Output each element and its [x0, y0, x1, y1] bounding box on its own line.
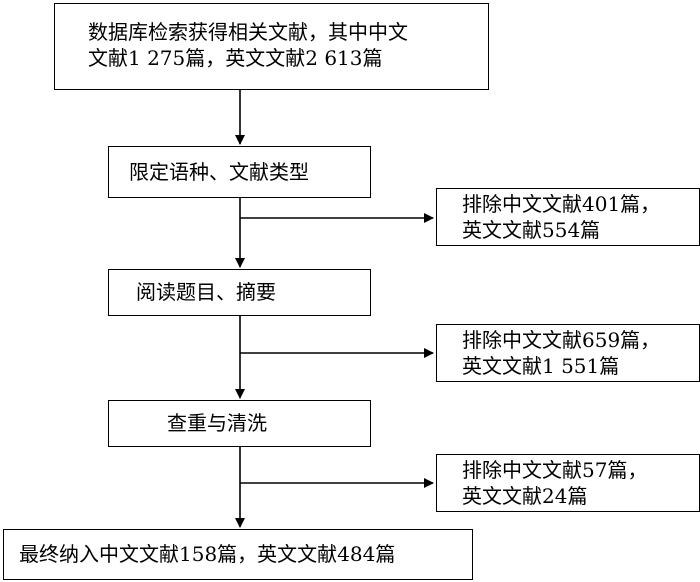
exclusion-box-3: 排除中文文献57篇， 英文文献24篇 — [436, 454, 700, 512]
step-limit-language-type: 限定语种、文献类型 — [108, 146, 371, 198]
step-dedup-clean: 查重与清洗 — [108, 400, 371, 447]
step-database-search-line-1: 数据库检索获得相关文献，其中中文 — [88, 20, 408, 44]
exclusion-1-line-1: 排除中文文献401篇， — [462, 192, 661, 216]
step-read-title-abstract: 阅读题目、摘要 — [108, 269, 371, 316]
exclusion-3-line-2: 英文文献24篇 — [462, 484, 588, 508]
step-final-included: 最终纳入中文文献158篇，英文文献484篇 — [3, 529, 473, 580]
exclusion-1-line-2: 英文文献554篇 — [462, 218, 601, 242]
step-database-search-line-2: 文献1 275篇，英文文献2 613篇 — [88, 46, 383, 70]
step-limit-label: 限定语种、文献类型 — [129, 160, 309, 184]
step-final-label: 最终纳入中文文献158篇，英文文献484篇 — [19, 542, 396, 566]
step-database-search: 数据库检索获得相关文献，其中中文 文献1 275篇，英文文献2 613篇 — [54, 3, 489, 90]
exclusion-3-line-1: 排除中文文献57篇， — [462, 458, 648, 482]
exclusion-2-line-1: 排除中文文献659篇， — [462, 328, 661, 352]
exclusion-2-line-2: 英文文献1 551篇 — [462, 354, 620, 378]
exclusion-box-1: 排除中文文献401篇， 英文文献554篇 — [436, 188, 700, 246]
step-read-label: 阅读题目、摘要 — [136, 280, 276, 304]
step-dedup-label: 查重与清洗 — [167, 411, 267, 435]
exclusion-box-2: 排除中文文献659篇， 英文文献1 551篇 — [436, 324, 700, 382]
